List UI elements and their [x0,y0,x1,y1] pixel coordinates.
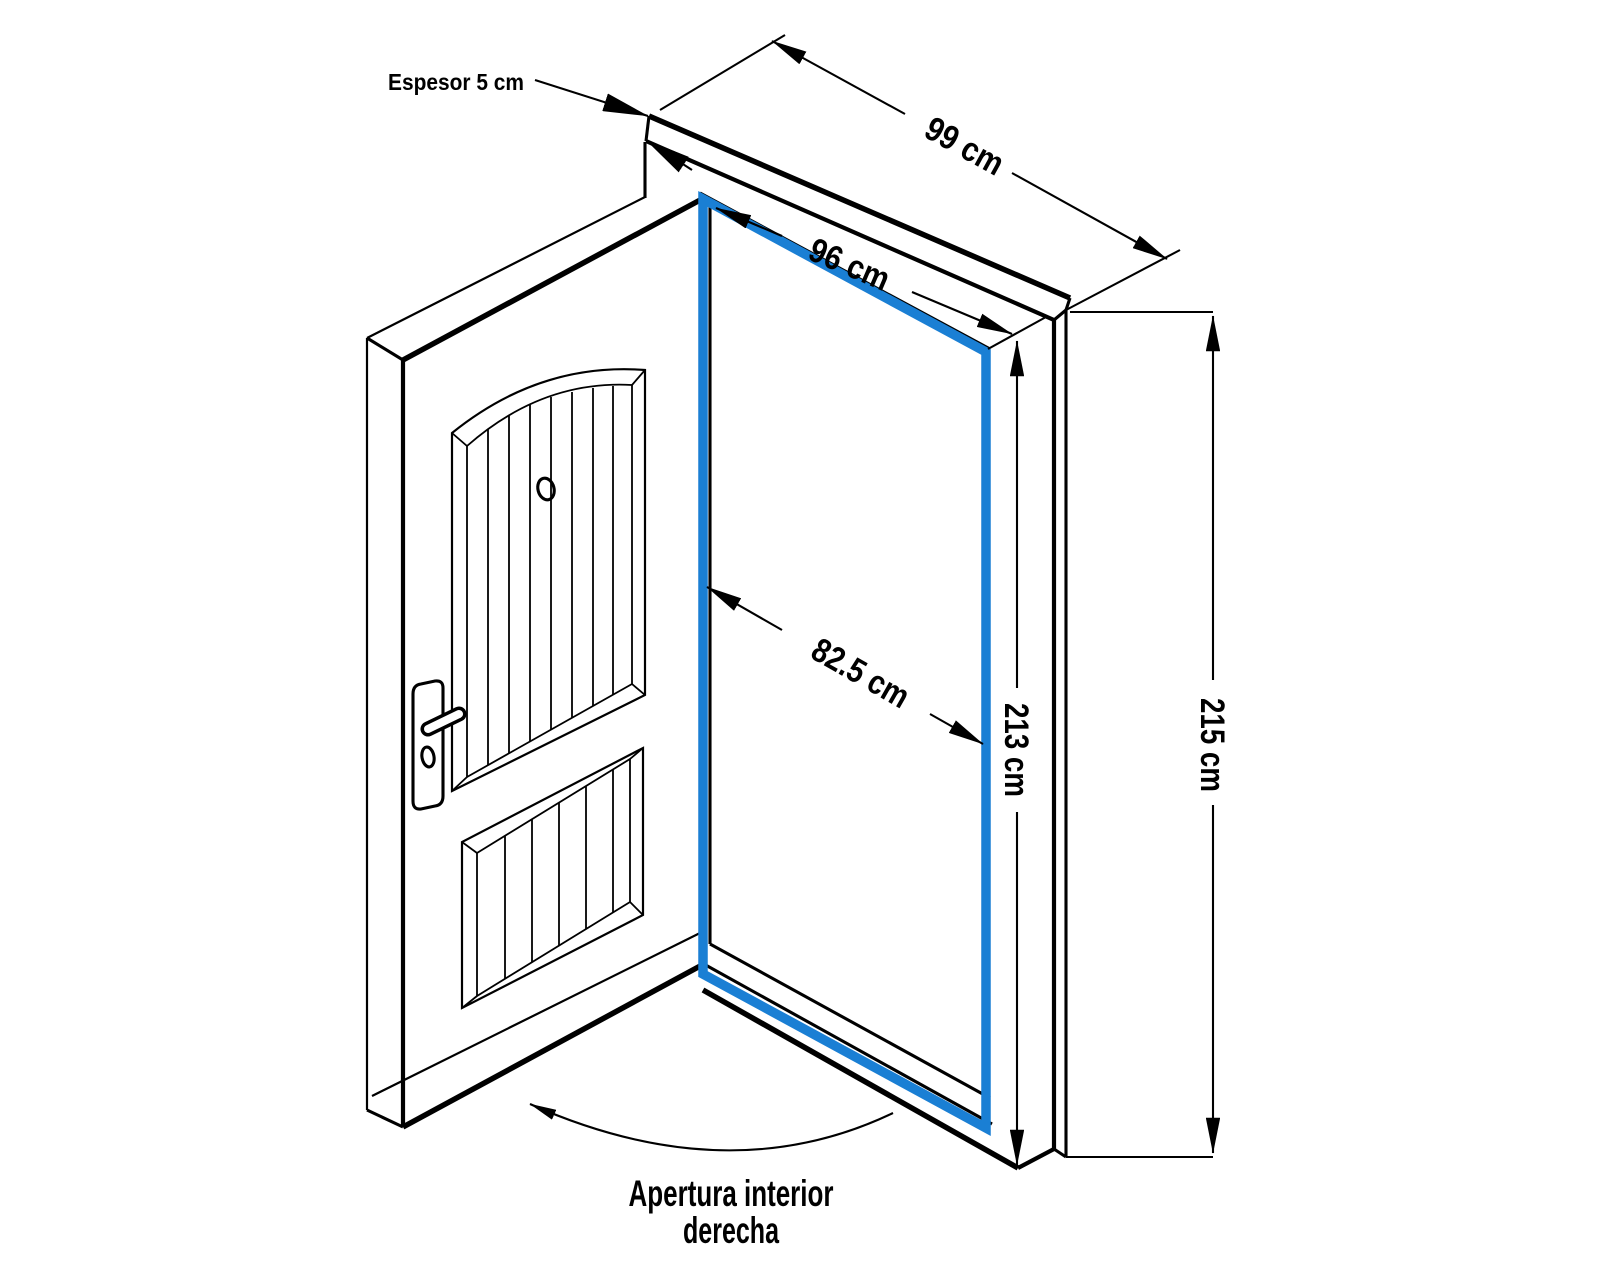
total-height-label: 215 cm [1193,698,1231,792]
dimension-leaf-width: 82.5 cm [706,586,984,745]
lower-panel-planks [504,770,614,979]
outer-width-label: 99 cm [918,109,1010,183]
swing-arc-arrow [529,1103,894,1152]
handle-plate [411,679,445,811]
thickness-label: Espesor 5 cm [388,69,524,95]
leaf-width-label: 82.5 cm [805,631,916,716]
dimension-outer-width: 99 cm [659,34,1181,311]
swing-annotation: Apertura interior derecha [529,1103,894,1251]
keyhole [420,745,436,769]
swing-label-line1: Apertura interior [629,1173,834,1214]
dimension-inner-width: 96 cm [715,207,1047,350]
upper-panel-planks [487,386,614,765]
dimension-opening-height: 213 cm [997,340,1035,1166]
door-upper-panel [450,368,647,793]
door-frame [643,113,1072,1171]
door-lower-panel [460,746,645,1010]
door-peephole [536,476,556,502]
opening-height-label: 213 cm [997,703,1035,797]
inner-width-label: 96 cm [803,231,895,299]
dimension-total-height: 215 cm [1066,310,1231,1159]
opening-highlight [698,191,991,1136]
thickness-arrow [534,78,649,118]
door-handle [411,679,467,811]
dimension-thickness: Espesor 5 cm [388,69,693,173]
thickness-arrow-2 [645,139,693,173]
door-leaf [365,196,704,1130]
swing-label-line2: derecha [683,1210,779,1251]
